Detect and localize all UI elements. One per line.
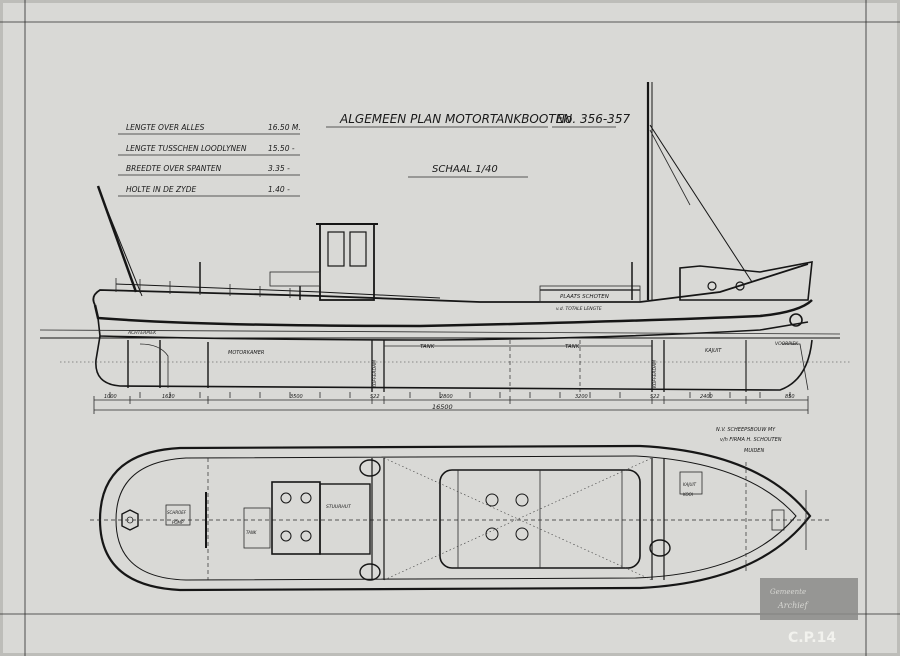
spec-value: 1.40 - <box>268 185 290 194</box>
dim-label: 3200 <box>575 394 588 400</box>
dim-label: 3500 <box>290 394 303 400</box>
stamp-line: Archief <box>777 601 810 610</box>
drawing-scale: SCHAAL 1/40 <box>432 164 498 175</box>
archive-stamp: Gemeente Archief <box>760 578 858 620</box>
builder-line: MUIDEN <box>744 448 764 454</box>
label-plaats-sub: v.d. TOTALE LENGTE <box>556 306 602 312</box>
drawing-number: No. 356-357 <box>556 112 630 126</box>
builder-line: v/h FIRMA H. SCHOUTEN <box>720 437 782 443</box>
wheelhouse-plan <box>319 483 371 555</box>
drawing-title: ALGEMEEN PLAN MOTORTANKBOOTEN <box>339 112 572 126</box>
corner-code: C.P.14 <box>788 630 836 646</box>
anchor-hawse-icon <box>789 313 803 327</box>
spec-list: LENGTE OVER ALLES 16.50 M. LENGTE TUSSCH… <box>118 123 301 197</box>
frame-ticks <box>109 392 791 398</box>
dim-label: 850 <box>785 394 795 400</box>
dimension-lines: 1000 1620 3500 522 2800 3200 522 2400 85… <box>93 394 809 414</box>
plan-label-kooi: KOOI <box>683 492 694 497</box>
bulkheads <box>371 340 747 392</box>
dim-label: 522 <box>370 394 380 400</box>
dim-label: 2400 <box>700 394 713 400</box>
label-kofferdam-2: KOFFERDAM <box>652 360 658 388</box>
spec-value: 3.35 - <box>268 164 290 173</box>
spec-label: LENGTE OVER ALLES <box>126 123 205 132</box>
label-kajuit: KAJUIT <box>705 348 722 354</box>
deck-plan: SCHROEF POMP STUURHUT TANK KAJUIT KOOI <box>90 444 830 592</box>
label-tank-1: TANK <box>420 344 435 350</box>
dim-label: 1620 <box>162 394 175 400</box>
forecastle <box>679 261 813 301</box>
plan-label-pomp: POMP <box>172 520 184 525</box>
windlass-icon <box>771 509 785 531</box>
fore-stay <box>649 124 753 283</box>
plan-label-tank: TANK <box>246 530 257 535</box>
dim-label: 2800 <box>440 394 453 400</box>
spec-label: LENGTE TUSSCHEN LOODLYNEN <box>126 144 247 153</box>
keel-line <box>95 335 813 391</box>
plan-label-schroef: SCHROEF <box>167 510 187 515</box>
stamp-line: Gemeente <box>770 588 806 596</box>
spec-label: BREEDTE OVER SPANTEN <box>126 164 222 173</box>
spec-label: HOLTE IN DE ZYDE <box>126 185 197 194</box>
main-deck <box>93 299 813 328</box>
dim-label: 522 <box>650 394 660 400</box>
deck-outline <box>98 444 812 592</box>
spec-value: 15.50 - <box>268 144 295 153</box>
builder-block: N.V. SCHEEPSBOUW MY v/h FIRMA H. SCHOUTE… <box>716 427 782 454</box>
dim-total: 16500 <box>432 403 453 411</box>
title-block: ALGEMEEN PLAN MOTORTANKBOOTEN No. 356-35… <box>326 112 630 178</box>
plan-label-stuurhut: STUURHUT <box>326 504 352 510</box>
label-kofferdam-1: KOFFERDAM <box>372 360 378 388</box>
side-profile: PLAATS SCHOTEN v.d. TOTALE LENGTE TANK <box>39 82 850 398</box>
label-motorkamer: MOTORKAMER <box>228 350 264 356</box>
spec-value: 16.50 M. <box>268 123 301 132</box>
builder-line: N.V. SCHEEPSBOUW MY <box>716 427 776 433</box>
label-tank-2: TANK <box>565 344 580 350</box>
label-plaats-schoten: PLAATS SCHOTEN <box>560 294 609 300</box>
dim-label: 1000 <box>104 394 117 400</box>
plan-label-kajuit: KAJUIT <box>683 482 697 487</box>
label-voorpiek: VOORPIEK <box>775 341 799 347</box>
label-achterpiek: ACHTERPIEK <box>127 330 157 336</box>
vent-icon <box>359 459 381 477</box>
steering-gear-icon <box>121 509 139 531</box>
